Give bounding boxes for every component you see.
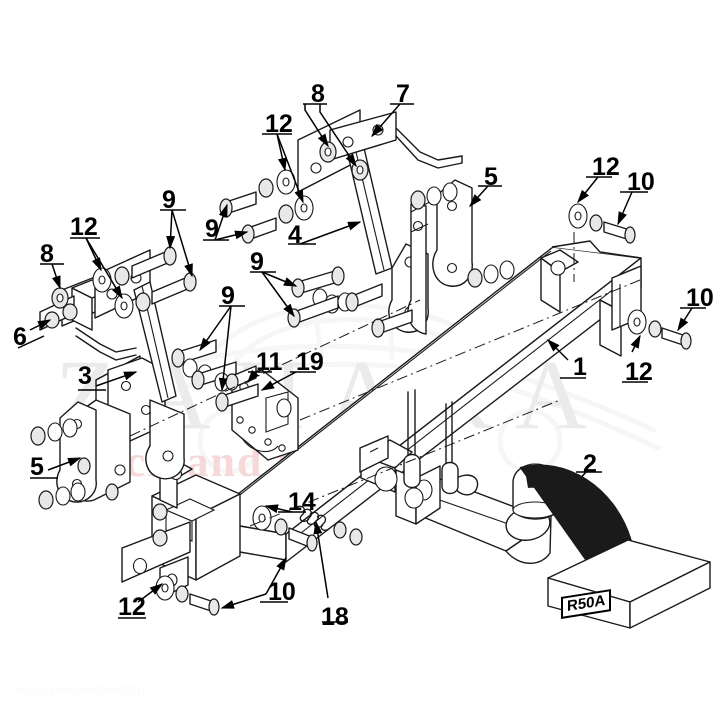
- main-cross-beam: [204, 240, 642, 563]
- fastener-group-upper-left: [51, 246, 197, 319]
- fastener-group-bottom-center: [252, 505, 363, 552]
- fastener-group-lower-left: [171, 339, 292, 418]
- leader-lines: [17, 103, 706, 623]
- callout-12-beam: 12: [625, 358, 653, 386]
- callout-9-upleft: 9: [162, 186, 176, 214]
- callout-5-upper: 5: [484, 163, 498, 191]
- fastener-beam-12: [627, 310, 645, 334]
- callout-12-left: 12: [70, 213, 98, 241]
- fastener-group-right-far: [627, 309, 692, 350]
- callout-3: 3: [78, 362, 92, 390]
- fastener-group-left-bottom: [30, 418, 119, 510]
- callout-9-mid-1: 9: [205, 215, 219, 243]
- fastener-group-right-upper: [410, 182, 515, 288]
- callout-19: 19: [296, 348, 324, 376]
- callout-12-top: 12: [265, 110, 293, 138]
- callout-4: 4: [288, 221, 302, 249]
- callout-2: 2: [583, 450, 597, 478]
- callout-12-right: 12: [592, 153, 620, 181]
- callout-18: 18: [321, 603, 349, 631]
- u-bracket-upper-5: [407, 179, 473, 335]
- callout-8-top: 8: [311, 80, 325, 108]
- callout-8-left: 8: [40, 240, 54, 268]
- fastener-group-bottom-left: [155, 575, 220, 616]
- callout-5-lower: 5: [30, 453, 44, 481]
- beam-right-bracket: [540, 249, 622, 357]
- callout-6: 6: [13, 323, 27, 351]
- callout-9-mid-2: 9: [250, 248, 264, 276]
- callout-10-bottom: 10: [268, 578, 296, 606]
- callout-14: 14: [288, 488, 316, 516]
- left-receiver-assembly: [121, 460, 241, 599]
- callout-7: 7: [396, 80, 410, 108]
- callout-9-low: 9: [221, 282, 235, 310]
- callout-10-right: 10: [627, 168, 655, 196]
- fastener-group-mid: [287, 266, 413, 338]
- callout-10-far: 10: [686, 284, 714, 312]
- callout-11: 11: [256, 348, 283, 376]
- fastener-group-right-top: [568, 203, 636, 282]
- callout-12-bottom: 12: [118, 593, 146, 621]
- construction-axes: [129, 279, 641, 527]
- callout-1: 1: [573, 353, 587, 381]
